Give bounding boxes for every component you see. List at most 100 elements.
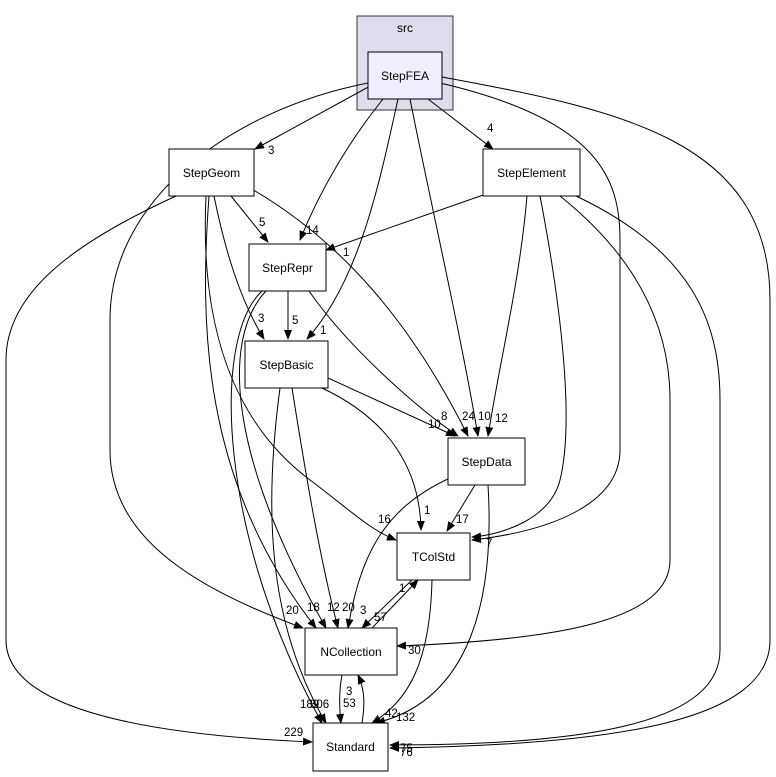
edge-steprepr-ncollection [239, 290, 327, 629]
edge-tcolstd-ncollection [361, 579, 413, 629]
label-stepgeom-stepdata: 10 [478, 411, 491, 423]
edge-steprepr-stepdata [308, 290, 459, 437]
node-stepbasic-box[interactable] [244, 340, 329, 389]
node-tcolstd-label: TColStd [412, 550, 455, 564]
edge-stepbasic-tcolstd [321, 387, 425, 531]
edge-stepfea-steprepr [299, 98, 384, 241]
label-stepfea-standard: 76 [400, 747, 413, 759]
edge-stepgeom-ncollection [205, 195, 317, 629]
label-stepgeom-tcolstd: 16 [378, 514, 391, 526]
node-stepgeom-box[interactable] [168, 148, 255, 197]
edge-stepbasic-standard [271, 387, 327, 724]
node-stepfea[interactable]: StepFEA [367, 51, 443, 100]
edge-stepfea-stepgeom [254, 84, 373, 150]
edge-tcolstd-standard [371, 579, 433, 724]
edge-stepelement-steprepr [325, 193, 487, 251]
label-stepfea-stepelement: 4 [487, 123, 494, 135]
edge-stepfea-tcolstd [439, 82, 621, 543]
node-steprepr-label: StepRepr [262, 261, 313, 275]
label-steprepr-standard: 189 [300, 699, 319, 711]
label-stepgeom-stepbasic: 3 [258, 313, 264, 325]
edge-stepfea-stepelement [427, 98, 494, 150]
label-steprepr-ncollection: 12 [327, 602, 340, 614]
node-stepfea-box[interactable] [367, 51, 443, 100]
label-ncollection-tcolstd: 1 [399, 583, 405, 595]
edges [5, 76, 771, 752]
node-tcolstd-box[interactable] [396, 532, 471, 581]
node-standard[interactable]: Standard [312, 722, 389, 772]
node-ncollection-box[interactable] [304, 627, 398, 676]
node-stepelement-box[interactable] [482, 148, 581, 197]
label-stepbasic-stepdata: 10 [428, 419, 441, 431]
label-stepelement-ncollection: 30 [408, 645, 421, 657]
edge-stepbasic-stepdata [327, 377, 456, 437]
node-stepelement-label: StepElement [497, 166, 566, 180]
node-stepbasic-label: StepBasic [259, 358, 313, 372]
label-steprepr-stepdata: 8 [441, 411, 447, 423]
edge-steprepr-standard [230, 290, 323, 724]
edge-stepelement-stepdata [485, 195, 528, 437]
label-stepelement-tcolstd: 17 [456, 514, 469, 526]
edge-stepbasic-ncollection [291, 387, 340, 629]
node-stepfea-label: StepFEA [381, 69, 429, 83]
node-stepdata[interactable]: StepData [447, 437, 526, 486]
label-stepelement-steprepr: 1 [343, 247, 349, 259]
label-stepbasic-standard: 306 [310, 699, 329, 711]
edge-stepdata-ncollection [345, 477, 451, 629]
node-standard-box[interactable] [312, 722, 389, 772]
node-steprepr[interactable]: StepRepr [248, 243, 327, 292]
node-stepdata-label: StepData [461, 455, 511, 469]
edge-stepelement-ncollection [396, 195, 671, 650]
edge-stepfea-ncollection [109, 82, 369, 629]
edge-stepgeom-stepbasic [213, 195, 265, 340]
label-stepgeom-steprepr: 5 [259, 217, 265, 229]
node-standard-label: Standard [326, 740, 375, 754]
label-stepelement-standard: 75 [400, 743, 413, 755]
node-ncollection-label: NCollection [320, 645, 381, 659]
label-stepfea-stepbasic: 1 [320, 325, 326, 337]
edge-stepfea-stepdata [409, 98, 481, 437]
edge-standard-ncollection [357, 674, 366, 724]
label-tcolstd-standard: 132 [396, 712, 415, 724]
edge-stepgeom-steprepr [230, 195, 269, 243]
edge-stepgeom-stepdata [249, 187, 469, 437]
node-stepgeom[interactable]: StepGeom [168, 148, 255, 197]
label-standard-ncollection: 3 [346, 686, 352, 698]
edge-stepgeom-tcolstd [204, 195, 397, 541]
nodes: StepFEA StepGeom StepElement StepRepr St… [168, 51, 581, 772]
node-steprepr-box[interactable] [248, 243, 327, 292]
node-stepbasic[interactable]: StepBasic [244, 340, 329, 389]
edge-stepgeom-standard [5, 195, 313, 746]
edge-ncollection-tcolstd [371, 579, 419, 629]
label-stepfea-steprepr: 14 [306, 225, 319, 237]
node-stepelement[interactable]: StepElement [482, 148, 581, 197]
edge-stepelement-tcolstd [471, 195, 567, 541]
label-ncollection-standard: 53 [343, 698, 356, 710]
label-stepfea-stepgeom: 3 [268, 145, 274, 157]
label-stepbasic-ncollection: 20 [342, 602, 355, 614]
edge-stepelement-standard [389, 195, 721, 749]
label-stepdata-ncollection: 3 [360, 605, 366, 617]
label-stepfea-stepdata: 24 [462, 411, 475, 423]
node-stepdata-box[interactable] [447, 437, 526, 486]
label-stepfea-tcolstd: 7 [486, 538, 492, 550]
label-stepgeom-standard: 229 [284, 727, 303, 739]
label-stepelement-stepdata: 12 [495, 413, 508, 425]
label-stepdata-standard: 42 [385, 708, 398, 720]
node-stepgeom-label: StepGeom [183, 166, 240, 180]
label-stepfea-ncollection: 20 [286, 605, 299, 617]
node-tcolstd[interactable]: TColStd [396, 532, 471, 581]
edge-stepfea-standard [389, 76, 771, 752]
node-ncollection[interactable]: NCollection [304, 627, 398, 676]
label-tcolstd-ncollection: 57 [374, 612, 387, 624]
cluster-src-title: src [397, 21, 413, 35]
label-steprepr-stepbasic: 5 [292, 315, 298, 327]
label-stepbasic-tcolstd: 1 [424, 505, 430, 517]
edge-stepfea-stepbasic [306, 98, 399, 340]
label-stepgeom-ncollection: 18 [307, 602, 320, 614]
edge-labels: 3 4 14 1 24 7 20 76 5 3 10 16 18 229 1 1… [258, 123, 508, 759]
edge-ncollection-standard [336, 674, 344, 724]
edge-stepdata-standard [375, 484, 490, 725]
edge-stepdata-tcolstd [446, 484, 476, 532]
